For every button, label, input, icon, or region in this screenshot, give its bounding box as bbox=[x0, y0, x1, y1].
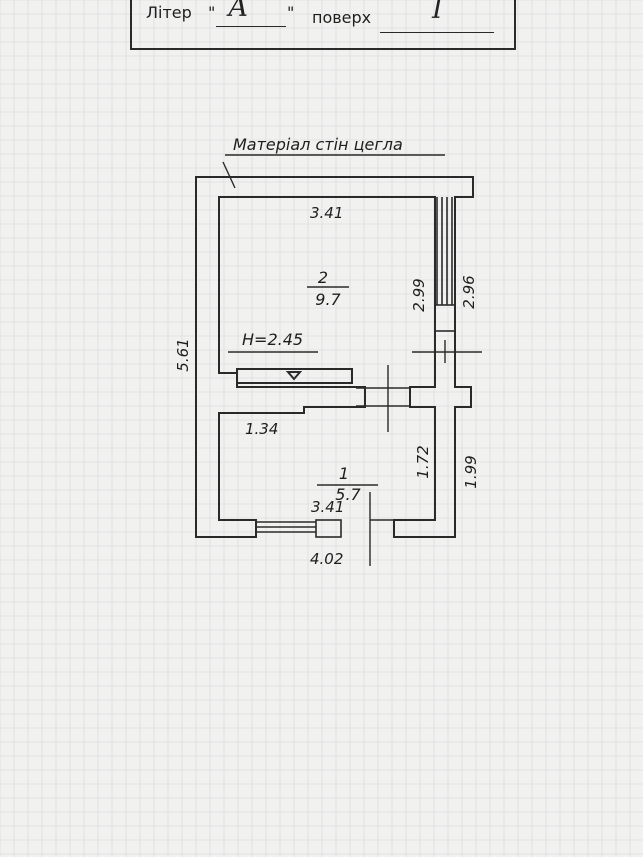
material-leader-pointer bbox=[222, 161, 236, 189]
liter-label: Літер bbox=[146, 3, 192, 22]
dimension-left-height: 5.61 bbox=[174, 338, 192, 371]
floor-value: I bbox=[432, 0, 443, 25]
dimension-room1-width: 3.41 bbox=[311, 498, 344, 516]
wall-material-label: Матеріал стін цегла bbox=[233, 135, 403, 154]
dimension-room1-outer-height: 1.99 bbox=[462, 455, 480, 488]
liter-value: А bbox=[228, 0, 249, 23]
dimension-top-width: 3.41 bbox=[310, 204, 343, 222]
window-bottom-frame bbox=[315, 519, 342, 538]
partition-wall bbox=[236, 368, 353, 384]
dimension-room2-inner-height: 2.99 bbox=[410, 278, 428, 311]
dimension-room1-inner-height: 1.72 bbox=[414, 445, 432, 478]
liter-close-quote: " bbox=[287, 3, 295, 22]
floor-underline bbox=[380, 32, 494, 33]
room-1-area: 5.7 bbox=[335, 485, 361, 504]
floor-label: поверх bbox=[312, 8, 372, 27]
dimension-room2-outer-height: 2.96 bbox=[460, 275, 478, 308]
liter-open-quote: " bbox=[208, 3, 216, 22]
header-title-block bbox=[130, 0, 516, 50]
room-2-area: 9.7 bbox=[315, 290, 341, 309]
ceiling-height-label: H=2.45 bbox=[242, 330, 303, 349]
dimension-bottom-width: 4.02 bbox=[310, 550, 343, 568]
room-2-number: 2 bbox=[318, 268, 328, 287]
outer-wall-outline bbox=[195, 176, 474, 538]
liter-underline bbox=[216, 26, 286, 27]
room-1-number: 1 bbox=[339, 464, 349, 483]
dimension-step-width: 1.34 bbox=[245, 420, 278, 438]
window-right-frame bbox=[434, 304, 456, 332]
partition-marker bbox=[285, 371, 303, 381]
